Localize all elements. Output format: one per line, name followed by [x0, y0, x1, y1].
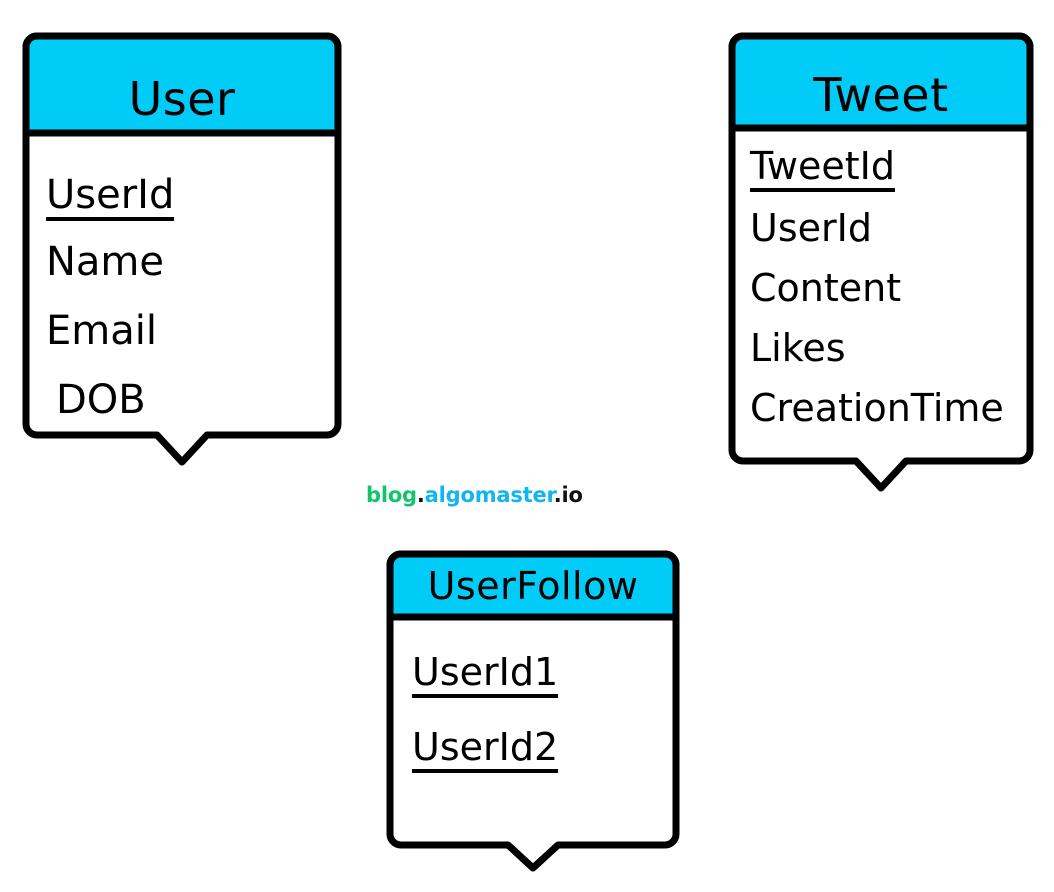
attribute-tweet-content-label: Content [750, 266, 902, 310]
attribute-user-dob: DOB [56, 377, 146, 423]
attribute-tweet-likes-label: Likes [750, 326, 846, 370]
entity-table-tweet[interactable]: Tweet TweetId UserId Content Likes Creat… [728, 32, 1034, 492]
watermark-dot-1: . [416, 483, 425, 507]
entity-userfollow-shape [386, 550, 680, 872]
watermark-blog-text: blog [366, 483, 417, 507]
watermark-algomaster-text: algomaster [424, 483, 554, 507]
entity-tweet-title: Tweet [813, 68, 949, 122]
attribute-tweet-creationtime-label: CreationTime [750, 386, 1004, 430]
attribute-tweet-tweetid-label: TweetId [750, 146, 895, 192]
attribute-user-userid-label: UserId [46, 174, 175, 221]
attribute-userfollow-userid2-label: UserId2 [412, 727, 559, 773]
attribute-tweet-likes: Likes [750, 326, 846, 370]
attribute-tweet-creationtime: CreationTime [750, 386, 1004, 430]
entity-tweet-shape [728, 32, 1034, 492]
entity-user-title: User [128, 72, 236, 126]
attribute-user-dob-label: DOB [56, 377, 146, 423]
attribute-tweet-userid: UserId [750, 206, 872, 250]
attribute-user-userid: UserId [46, 172, 175, 221]
entity-table-userfollow[interactable]: UserFollow UserId1 UserId2 [386, 550, 680, 872]
watermark-io-text: io [561, 483, 583, 507]
entity-user-shape [22, 32, 342, 466]
attribute-userfollow-userid1: UserId1 [412, 650, 559, 698]
attribute-userfollow-userid2: UserId2 [412, 725, 559, 773]
watermark-dot-2: . [553, 483, 562, 507]
watermark-blog-algomaster-io: blog.algomaster.io [366, 483, 583, 507]
attribute-user-email-label: Email [46, 308, 157, 354]
attribute-user-name: Name [46, 239, 164, 285]
attribute-tweet-tweetid: TweetId [750, 144, 895, 192]
attribute-user-email: Email [46, 308, 157, 354]
attribute-user-name-label: Name [46, 239, 165, 285]
entity-userfollow-title: UserFollow [427, 564, 639, 608]
attribute-tweet-userid-label: UserId [750, 206, 872, 250]
attribute-tweet-content: Content [750, 266, 901, 310]
attribute-userfollow-userid1-label: UserId1 [412, 652, 559, 698]
entity-table-user[interactable]: User UserId Name Email DOB [22, 32, 342, 466]
